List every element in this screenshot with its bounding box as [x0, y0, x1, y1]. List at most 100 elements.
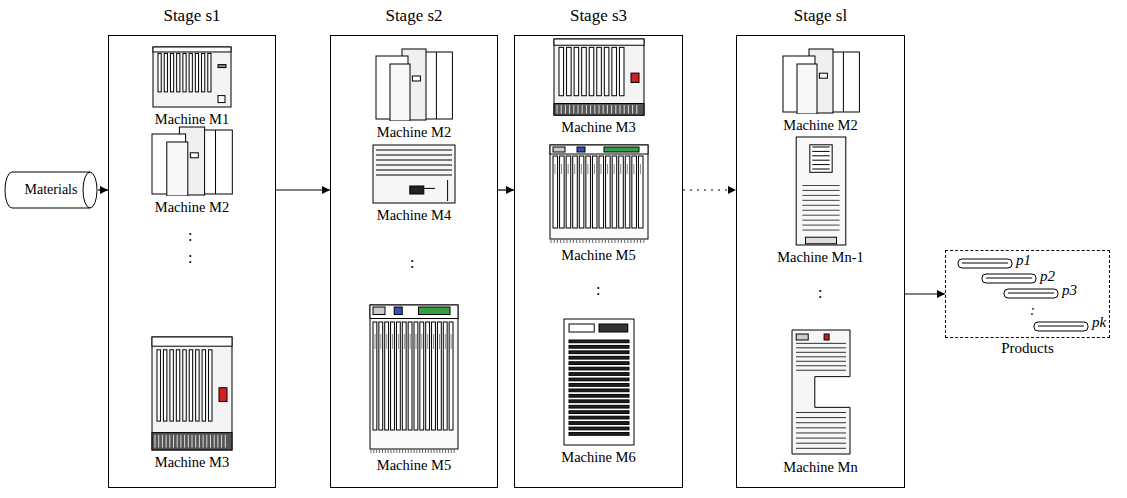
machine-stroke [796, 422, 846, 423]
machine-stroke [419, 449, 420, 453]
machine-caption: Machine M2 [737, 116, 904, 134]
ellipsis-mark: : [188, 228, 192, 244]
stage-heading: Stage s3 [515, 6, 682, 26]
cylinder-rim [83, 172, 90, 208]
machine-part [402, 322, 406, 430]
machine-stroke [376, 160, 452, 161]
machine-stroke [195, 435, 196, 448]
product-label: : [1030, 302, 1035, 318]
machine-stroke [802, 200, 839, 201]
machine-stroke [385, 449, 386, 453]
machine-icon: Machine M1 [109, 46, 275, 128]
machine-stroke [812, 164, 829, 165]
machine-stroke [802, 205, 839, 206]
machine-stroke [585, 239, 586, 243]
machine-stroke [445, 334, 446, 349]
machine-stroke [550, 239, 551, 243]
machine-part [631, 156, 636, 228]
ellipsis-mark: : [188, 250, 192, 266]
machine-stroke [393, 449, 394, 453]
machine-stroke [376, 150, 452, 151]
machine-stroke [587, 164, 588, 174]
machine-stroke [569, 400, 629, 403]
machine-stroke [422, 449, 423, 453]
machine-stroke [569, 405, 629, 408]
machine-stroke [447, 180, 448, 201]
machine-part [202, 350, 205, 421]
machine-stroke [633, 239, 634, 243]
machine-part [550, 145, 648, 154]
machine-stroke [414, 449, 415, 453]
flow-arrow [683, 189, 736, 190]
indicator-light [577, 147, 585, 152]
machine-part [163, 350, 166, 421]
machine-stroke [177, 435, 178, 448]
machine-stroke [376, 155, 452, 156]
machine-stroke [569, 411, 629, 414]
machine-part [449, 322, 453, 430]
machine-part [218, 65, 226, 68]
machine-stroke [431, 449, 432, 453]
machine-cabinet [370, 305, 458, 449]
materials-cylinder: Materials [4, 171, 98, 209]
display-panel [604, 147, 639, 152]
product-disk [982, 274, 1036, 283]
product-disk-line [1038, 326, 1084, 327]
machine-part [373, 307, 385, 315]
machine-cabinet [564, 319, 634, 445]
machine-stroke [796, 443, 846, 444]
machine-icon: Machine M4 [331, 144, 497, 224]
machine-stroke [569, 378, 629, 381]
machine-drawing [151, 336, 233, 451]
machine-stroke [592, 239, 593, 243]
machine-stroke [199, 435, 200, 448]
machine-part [195, 53, 198, 91]
machine-stroke [454, 449, 455, 453]
machine-part [196, 350, 199, 421]
stage-box: Stage slMachine M2Machine Mn-1Machine Mn [736, 35, 905, 488]
product-disk-line [962, 263, 1008, 264]
machine-part [553, 156, 558, 228]
machine-stroke [410, 334, 411, 349]
machine-part [164, 53, 167, 91]
machine-stroke [636, 239, 637, 243]
machine-part [596, 47, 601, 95]
machine-stroke [617, 239, 618, 243]
machine-stroke [408, 449, 409, 453]
machine-stroke [569, 356, 629, 359]
machine-part [581, 47, 586, 95]
machine-drawing [553, 38, 645, 116]
machine-stroke [796, 417, 846, 418]
machine-cabinet [152, 337, 232, 450]
machine-part [569, 324, 594, 332]
machine-part [432, 322, 436, 430]
machine-door [167, 142, 188, 196]
machine-stroke [203, 435, 204, 448]
machine-part [152, 433, 232, 450]
machine-cabinet [792, 330, 850, 454]
machine-stroke [812, 160, 829, 161]
machine-stroke [627, 105, 628, 114]
machine-drawing [790, 136, 852, 246]
stage-heading: Stage sl [737, 6, 904, 26]
machine-stroke [436, 52, 437, 119]
machine-stroke [427, 334, 428, 349]
machine-stroke [376, 449, 377, 453]
machine-part [437, 322, 441, 430]
machine-part [379, 322, 383, 430]
machine-cabinet [153, 47, 231, 107]
machine-stroke [796, 343, 846, 344]
machine-part [589, 47, 594, 95]
machine-stroke [567, 164, 568, 174]
machine-stroke [607, 164, 608, 174]
ellipsis-mark: : [818, 285, 822, 301]
machine-part [585, 156, 590, 228]
machine-stroke [566, 239, 567, 243]
machine-stroke [569, 394, 629, 397]
indicator-light [824, 334, 829, 340]
machine-part [190, 153, 198, 158]
machine-part [559, 47, 564, 95]
machine-stroke [796, 352, 846, 353]
machine-icon: Machine M5 [515, 144, 682, 264]
